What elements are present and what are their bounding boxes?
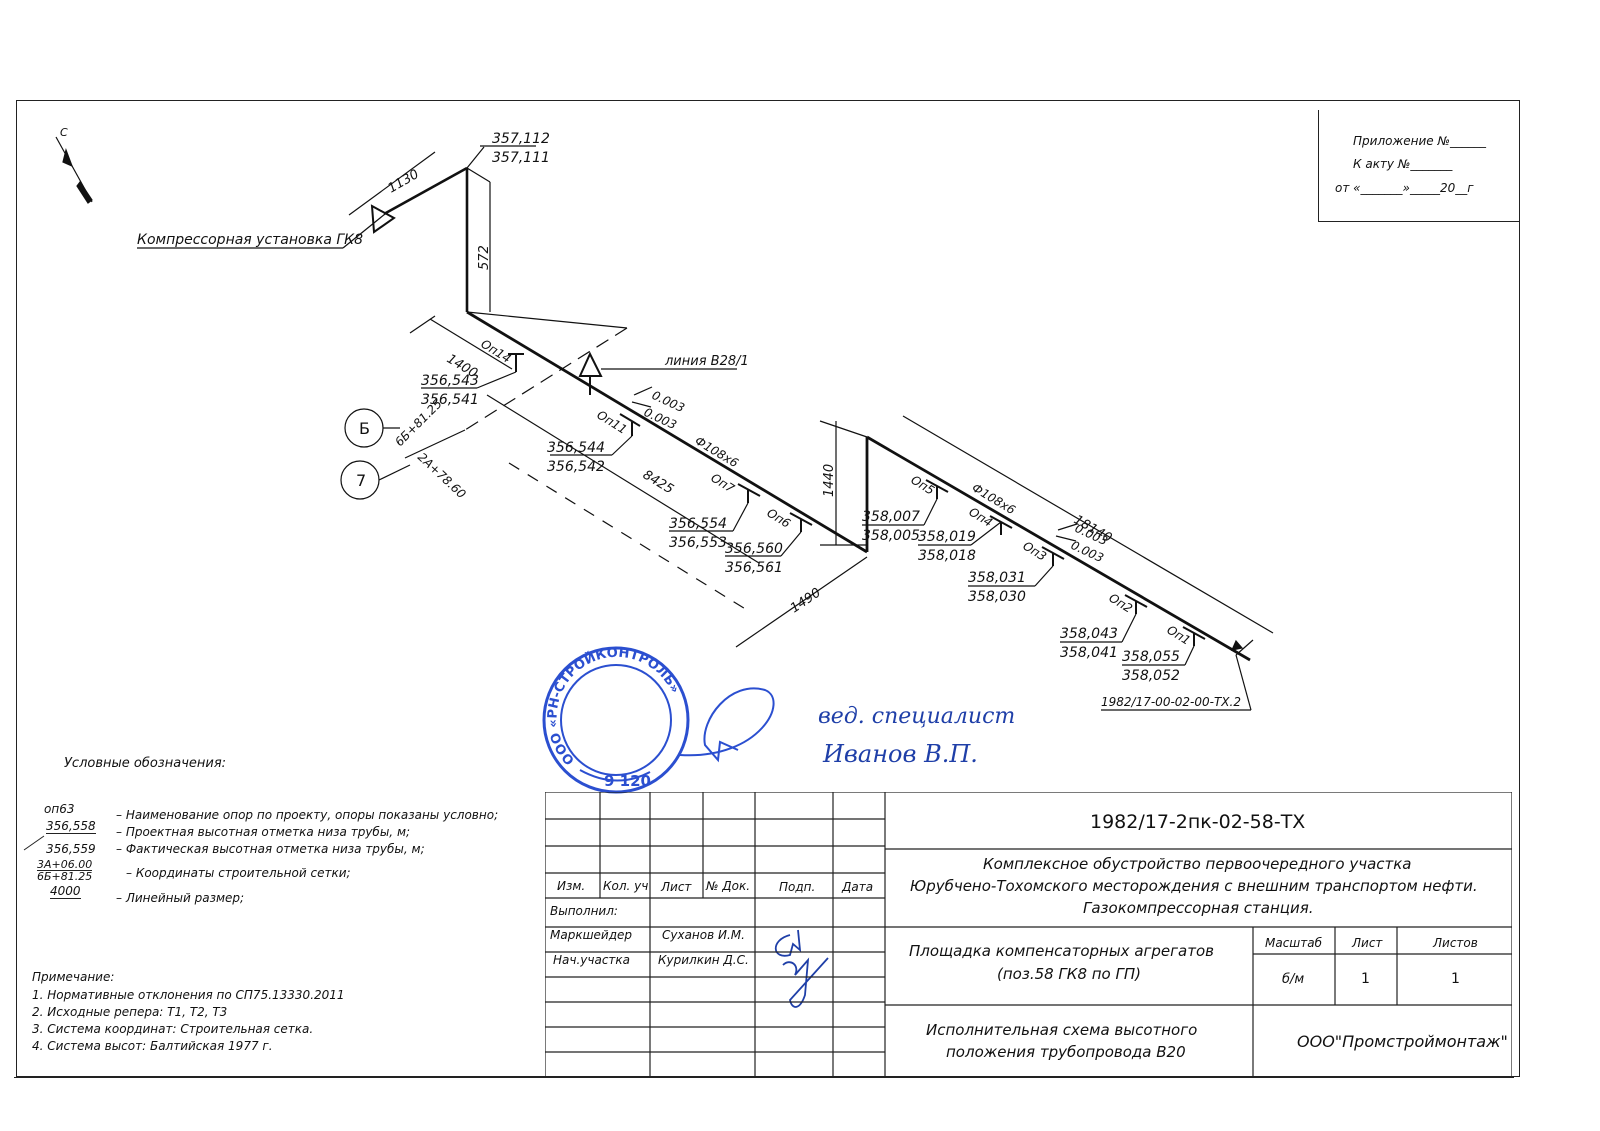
support-name-op2: Оп2 — [1106, 591, 1135, 616]
project-line-3: Газокомпрессорная станция. — [1083, 899, 1314, 917]
support-name-op14: Оп14 — [478, 337, 513, 366]
role-site-head: Нач.участка — [553, 953, 631, 967]
elev-op5-actual: 358,005 — [862, 528, 920, 544]
dim-572: 572 — [477, 245, 492, 270]
legend-text-dimension: – Линейный размер; — [116, 891, 245, 905]
elev-op4-actual: 358,018 — [918, 548, 976, 564]
company-name: ООО"Промстроймонтаж" — [1297, 1032, 1508, 1051]
seal-number: 9 120 — [604, 772, 651, 790]
note-1: 1. Нормативные отклонения по СП75.13330.… — [32, 988, 345, 1002]
name-surveyor: Суханов И.М. — [662, 928, 745, 942]
grid-coord-7: 2А+78.60 — [415, 450, 469, 502]
support-name-op6: Оп6 — [764, 506, 793, 531]
signature-note-line-1: вед. специалист — [818, 704, 1016, 729]
legend-text-grid: – Координаты строительной сетки; — [126, 866, 351, 880]
notes-title: Примечание: — [32, 970, 115, 984]
name-site-head: Курилкин Д.С. — [658, 953, 749, 967]
dim-1440: 1440 — [822, 464, 837, 497]
header-kol-uch: Кол. уч — [603, 879, 649, 893]
header-izm: Изм. — [557, 879, 586, 893]
appendix-line-1: Приложение №______ — [1353, 134, 1486, 148]
dim-1130: 1130 — [386, 167, 422, 197]
legend-sym-grid-2: 6Б+81.25 — [37, 870, 93, 883]
legend-title: Условные обозначения: — [64, 756, 227, 771]
top-elevation-actual: 357,111 — [492, 150, 550, 166]
legend-sym-actual: 356,559 — [46, 842, 96, 856]
header-date: Дата — [842, 880, 874, 894]
scale-value: б/м — [1282, 972, 1305, 987]
signature-note-line-2: Иванов В.П. — [823, 740, 978, 768]
legend-slash — [23, 835, 45, 851]
project-line-2: Юрубчено-Тохомского месторождения с внеш… — [910, 877, 1478, 895]
drawing-code: 1982/17-2пк-02-58-ТХ — [1090, 811, 1306, 833]
elev-op6-design: 356,560 — [725, 541, 783, 557]
elev-op4-design: 358,019 — [918, 529, 976, 545]
note-2: 2. Исходные репера: Т1, Т2, Т3 — [32, 1005, 228, 1019]
sheets-label: Листов — [1433, 936, 1478, 950]
sheet-label: Лист — [1352, 936, 1383, 950]
doc-title-line-2: положения трубопровода В20 — [946, 1043, 1186, 1061]
scale-label: Масштаб — [1265, 936, 1323, 950]
grid-axis-b-symbol: Б — [359, 419, 370, 438]
support-name-op7: Оп7 — [708, 471, 737, 496]
elev-op11-design: 356,544 — [547, 440, 605, 456]
legend-sym-dimension: 4000 — [50, 884, 81, 899]
role-surveyor: Маркшейдер — [550, 928, 633, 942]
legend-sym-design: 356,558 — [46, 819, 96, 834]
elev-op2-actual: 358,041 — [1060, 645, 1118, 661]
elev-op6-actual: 356,561 — [725, 560, 783, 576]
performed-label: Выполнил: — [550, 904, 618, 918]
dim-1490: 1490 — [788, 585, 824, 616]
appendix-box: Приложение №______ К акту №_______ от «_… — [1318, 110, 1520, 222]
line-b28-triangle-icon — [578, 351, 603, 377]
support-name-op11: Оп11 — [594, 408, 629, 437]
north-arrow-icon — [55, 136, 93, 204]
elev-op7-actual: 356,553 — [669, 535, 727, 551]
north-label: С — [60, 126, 68, 139]
main-pipe-segment-1 — [466, 310, 868, 554]
support-name-op1: Оп1 — [1164, 623, 1193, 648]
compressor-triangle-icon — [370, 204, 396, 234]
elev-op3-actual: 358,030 — [968, 589, 1026, 605]
header-sign: Подп. — [779, 880, 816, 894]
elev-op3-design: 358,031 — [968, 570, 1026, 586]
title-block: Изм. Кол. уч Лист № Док. Подп. Дата Выпо… — [545, 792, 1512, 1082]
elev-op14-actual: 356,541 — [421, 392, 479, 408]
legend-text-actual: – Фактическая высотная отметка низа труб… — [116, 842, 425, 856]
top-elevation-design: 357,112 — [492, 131, 550, 147]
appendix-line-3: от «_______»_____20__г — [1335, 181, 1474, 195]
elev-op1-design: 358,055 — [1122, 649, 1180, 665]
appendix-line-2: К акту №_______ — [1353, 157, 1453, 171]
doc-ref: 1982/17-00-02-00-ТХ.2 — [1101, 695, 1241, 709]
header-doc-no: № Док. — [706, 879, 751, 893]
callout-line-b28: линия В28/1 — [664, 354, 749, 369]
support-markers — [508, 353, 1206, 646]
elev-op14-design: 356,543 — [421, 373, 479, 389]
elev-op11-actual: 356,542 — [547, 459, 605, 475]
elev-op5-design: 358,007 — [862, 509, 920, 525]
doc-title-line-1: Исполнительная схема высотного — [926, 1021, 1198, 1039]
object-line-1: Площадка компенсаторных агрегатов — [909, 942, 1214, 960]
object-line-2: (поз.58 ГК8 по ГП) — [997, 965, 1141, 983]
legend-sym-support: оп63 — [44, 802, 75, 816]
elev-op1-actual: 358,052 — [1122, 668, 1180, 684]
legend-text-design: – Проектная высотная отметка низа трубы,… — [116, 825, 411, 839]
project-line-1: Комплексное обустройство первоочередного… — [983, 855, 1412, 873]
legend-text-support: – Наименование опор по проекту, опоры по… — [116, 808, 499, 822]
note-4: 4. Система высот: Балтийская 1977 г. — [32, 1039, 273, 1053]
header-list: Лист — [661, 880, 692, 894]
compressor-branch-pipe — [383, 166, 469, 312]
callout-compressor: Компрессорная установка ГК8 — [137, 232, 363, 248]
sheets-value: 1 — [1451, 971, 1460, 987]
elev-op2-design: 358,043 — [1060, 626, 1118, 642]
elev-op7-design: 356,554 — [669, 516, 727, 532]
grid-axis-7-symbol: 7 — [356, 471, 366, 490]
sheet-value: 1 — [1361, 971, 1370, 987]
main-pipe-segment-2 — [866, 435, 1251, 662]
legend-sym-grid-1: 3А+06.00 — [37, 858, 93, 871]
support-name-op3: Оп3 — [1020, 539, 1049, 564]
note-3: 3. Система координат: Строительная сетка… — [32, 1022, 314, 1036]
